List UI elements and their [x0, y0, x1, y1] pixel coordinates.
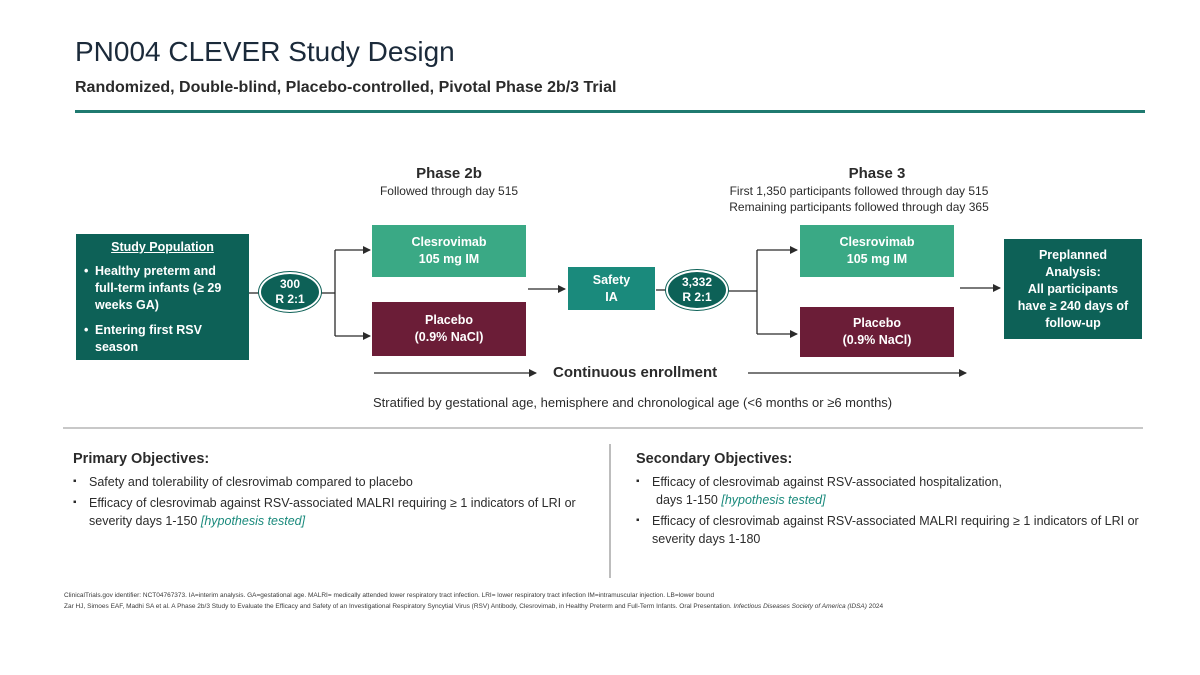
- preplanned-line2: Analysis:: [1045, 264, 1101, 279]
- study-population-bullet: Healthy preterm and full-term infants (≥…: [84, 263, 241, 314]
- primary-objective-item: Safety and tolerability of clesrovimab c…: [73, 473, 593, 491]
- phase3-clesrovimab-dose: 105 mg IM: [846, 252, 908, 266]
- secondary-objective-item: Efficacy of clesrovimab against RSV-asso…: [636, 473, 1141, 509]
- phase2b-placebo-box: Placebo (0.9% NaCl): [372, 302, 526, 356]
- primary-objective-item: Efficacy of clesrovimab against RSV-asso…: [73, 494, 593, 530]
- phase3-randomization-ratio: R 2:1: [682, 290, 712, 304]
- primary-objective-2-text: Efficacy of clesrovimab against RSV-asso…: [89, 496, 576, 528]
- page-subtitle: Randomized, Double-blind, Placebo-contro…: [75, 79, 617, 96]
- secondary-objective-1-text-a: Efficacy of clesrovimab against RSV-asso…: [652, 475, 1002, 489]
- phase2b-randomization-n: 300: [279, 277, 301, 291]
- phase3-randomization-node: 3,332 R 2:1: [666, 270, 728, 310]
- phase3-placebo-dose: (0.9% NaCl): [842, 333, 912, 347]
- phase3-clesrovimab-box: Clesrovimab 105 mg IM: [800, 225, 954, 277]
- primary-objective-1-text: Safety and tolerability of clesrovimab c…: [89, 475, 413, 489]
- phase2b-randomization-node: 300 R 2:1: [259, 272, 321, 312]
- phase3-note-line1: First 1,350 participants followed throug…: [729, 184, 989, 198]
- primary-objectives-heading: Primary Objectives:: [73, 451, 210, 467]
- safety-ia-line2: IA: [605, 289, 618, 304]
- objectives-divider: [609, 444, 611, 578]
- preplanned-line5: follow-up: [1045, 315, 1101, 330]
- stratification-note: Stratified by gestational age, hemispher…: [373, 395, 893, 410]
- phase2b-placebo-name: Placebo: [425, 313, 473, 327]
- secondary-objectives-heading: Secondary Objectives:: [636, 451, 793, 467]
- citation-year: 2024: [868, 603, 884, 610]
- phase2b-placebo-dose: (0.9% NaCl): [414, 330, 484, 344]
- continuous-enrollment-label: Continuous enrollment: [553, 364, 718, 381]
- secondary-objectives-list: Efficacy of clesrovimab against RSV-asso…: [636, 473, 1141, 551]
- study-population-box: Study Population Healthy preterm and ful…: [76, 234, 249, 360]
- study-population-list: Healthy preterm and full-term infants (≥…: [84, 263, 241, 356]
- phase2b-note: Followed through day 515: [379, 184, 519, 198]
- study-population-heading: Study Population: [111, 240, 214, 254]
- section-divider: [63, 427, 1143, 429]
- phase3-placebo-box: Placebo (0.9% NaCl): [800, 307, 954, 357]
- study-population-bullet: Entering first RSV season: [84, 322, 241, 356]
- footnote-abbreviations: ClinicalTrials.gov identifier: NCT047673…: [64, 592, 715, 599]
- phase2b-title: Phase 2b: [416, 165, 482, 182]
- header-divider: [75, 110, 1145, 113]
- safety-ia-box: Safety IA: [568, 267, 655, 310]
- footnote-citation: Zar HJ, Simoes EAF, Madhi SA et al. A Ph…: [64, 603, 883, 610]
- phase2b-clesrovimab-name: Clesrovimab: [411, 235, 487, 249]
- safety-ia-line1: Safety: [592, 272, 631, 287]
- phase3-note-line2: Remaining participants followed through …: [729, 200, 989, 214]
- phase2b-clesrovimab-dose: 105 mg IM: [418, 252, 480, 266]
- preplanned-analysis-box: Preplanned Analysis: All participants ha…: [1004, 239, 1142, 339]
- citation-journal: Infectious Diseases Society of America (…: [733, 603, 867, 610]
- secondary-objective-item: Efficacy of clesrovimab against RSV-asso…: [636, 512, 1141, 548]
- secondary-objective-1-text-b: days 1-150: [656, 493, 718, 507]
- hypothesis-tested-tag: [hypothesis tested]: [200, 514, 306, 528]
- preplanned-line4: have ≥ 240 days of: [1017, 298, 1129, 313]
- hypothesis-tested-tag: [hypothesis tested]: [721, 493, 826, 507]
- phase2b-randomization-ratio: R 2:1: [275, 292, 305, 306]
- preplanned-line3: All participants: [1027, 281, 1119, 296]
- citation-text: Zar HJ, Simoes EAF, Madhi SA et al. A Ph…: [64, 603, 732, 610]
- phase2b-clesrovimab-box: Clesrovimab 105 mg IM: [372, 225, 526, 277]
- phase3-randomization-n: 3,332: [681, 275, 713, 289]
- page-title: PN004 CLEVER Study Design: [75, 36, 455, 67]
- phase3-title: Phase 3: [848, 165, 906, 182]
- phase3-placebo-name: Placebo: [853, 316, 901, 330]
- preplanned-line1: Preplanned: [1038, 247, 1108, 262]
- phase3-clesrovimab-name: Clesrovimab: [839, 235, 915, 249]
- primary-objectives-list: Safety and tolerability of clesrovimab c…: [73, 473, 593, 533]
- secondary-objective-2-text: Efficacy of clesrovimab against RSV-asso…: [652, 514, 1139, 546]
